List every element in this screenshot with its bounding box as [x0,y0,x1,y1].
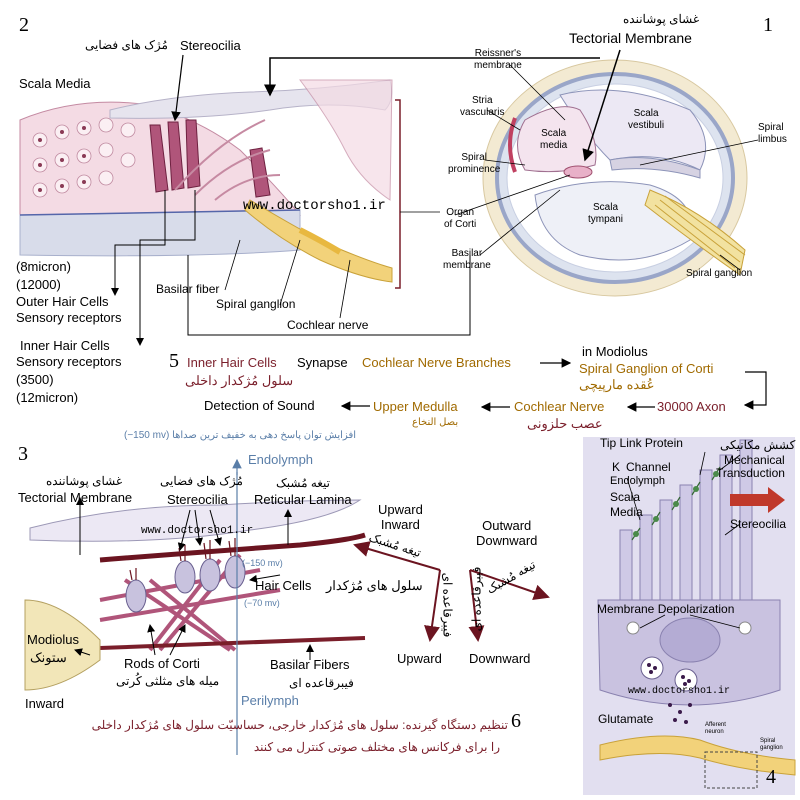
reticular-label: Reticular Lamina [254,492,352,507]
basilar-fa-rot1: فیبرقاعده ای [440,572,455,638]
outer-hair-cells-label: Outer Hair Cells [16,294,109,309]
reticular-fa: تیغه مُشبک [276,476,331,490]
afferent-neuron-label: Afferent neuron [705,722,726,735]
spiral-ganglion-label-p2: Spiral ganglion [216,297,296,311]
basilar-fiber-label: Basilar fiber [156,282,220,296]
upward-label: Upward [397,651,442,666]
pathway-synapse: Synapse [297,355,348,370]
scala-tympani-label: Scala tympani [588,202,624,225]
pathway-nerve-branches: Cochlear Nerve Branches [362,355,511,370]
scala-media-label: Scala Media [19,76,91,91]
cochlea-cross-section [482,59,748,297]
upward-inward-label: Upward Inward [378,502,423,532]
k-channel-label: Channel [626,460,671,474]
scala-vestibuli-label: Scala vestibuli [628,108,665,131]
organ-corti-label: Organ of Corti [444,207,477,230]
tectorial-membrane-label: Tectorial Membrane [569,30,692,46]
membrane-depolarization-label: Membrane Depolarization [597,602,735,616]
media-p4: Media [610,505,643,519]
pathway-inner-hair-cells: Inner Hair Cells [187,355,277,370]
endolymph-label: Endolymph [248,452,314,467]
basilar-membrane-label: Basilar membrane [443,248,491,271]
mechanical-fa: کشش مکانیکی [720,438,796,452]
stereocilia-fa-p3: مُژک های فضایی [160,474,243,488]
scala-media-p1-label: Scala media [540,128,568,151]
perilymph-label: Perilymph [241,693,299,708]
watermark-2: www.doctorsho1.ir [141,525,254,537]
pathway-spiral-ganglion-fa: عُقده مارپیچی [579,377,655,392]
watermark-1: www.doctorsho1.ir [243,198,386,214]
stereocilia-fa-label: مُژک های فضایی [85,38,168,52]
transduction-label: Transduction [716,466,785,480]
k-channel-symbol: K [612,460,621,474]
panel6-line2: را برای فرکانس های مختلف صوتی کنترل می ک… [253,740,500,754]
panel-number-2: 2 [19,14,29,36]
potential-note: (−150 mv) افزایش توان پاسخ دهی به خفیف ت… [124,430,356,441]
tip-link-label: Tip Link Protein [600,436,683,450]
panel-number-5: 5 [169,350,179,372]
pathway-detection: Detection of Sound [204,398,315,413]
stereocilia-label: Stereocilia [180,38,241,53]
organ-of-corti-illustration [19,79,401,289]
inward-label: Inward [25,696,65,711]
pathway-axon: 30000 Axon [657,399,726,414]
basilar-fibers-label: Basilar Fibers [270,657,350,672]
endolymph-p4: Endolymph [610,475,666,487]
pathway-upper-medulla-fa: بصل النخاع [412,417,459,428]
pathway-cochlear-nerve-fa: عصب حلزونی [527,416,603,431]
tectorial-fa-p3: غشای پوشاننده [46,474,123,488]
basilar-fibers-fa: فیبرقاعده ای [289,676,354,690]
rods-label: Rods of Corti [124,656,200,671]
mv-70-label: (−70 mv) [244,598,280,608]
outer-role: Sensory receptors [16,310,122,325]
stria-label: Stria vascularis [460,95,505,118]
panel-number-3: 3 [18,443,28,465]
inner-size: (12micron) [16,390,79,405]
rods-fa: میله های مثلثی کُرتی [116,674,220,688]
panel-number-1: 1 [763,14,773,36]
panel-number-4: 4 [766,766,776,788]
panel-number-6: 6 [511,710,521,732]
spiral-ganglion-label-p1: Spiral ganglion [686,268,753,279]
pathway-upper-medulla: Upper Medulla [373,399,458,414]
basilar-fa-rot2: فیبرقاعده ای [469,566,484,632]
reissner-label: Reissner's membrane [474,48,522,71]
pathway-in-modiolus: in Modiolus [582,344,648,359]
watermark-3: www.doctorsho1.ir [628,686,731,697]
modiolus-fa: ستونک [30,650,67,665]
mv-150-label: (−150 mv) [242,558,283,568]
stereocilia-p4: Stereocilia [730,517,787,531]
hair-cells-label: Hair Cells [255,578,312,593]
mechanical-label: Mechanical [724,453,785,467]
pathway-spiral-ganglion: Spiral Ganglion of Corti [579,361,714,376]
outer-count: (12000) [16,277,61,292]
panel6-line1: تنظیم دستگاه گیرنده: سلول های مُژکدار خا… [91,718,508,732]
tectorial-label-p3: Tectorial Membrane [18,490,133,505]
spiral-prominence-label: Spiral prominence [448,152,501,175]
inner-role: Sensory receptors [16,354,122,369]
hair-cells-fa: سلول های مُژکدار [326,578,423,593]
spiral-ganglion-p4-label: Spiral ganglion [760,738,783,751]
transduction-illustration [583,437,796,795]
stereocilia-label-p3: Stereocilia [167,492,228,507]
inner-count: (3500) [16,372,54,387]
spiral-limbus-label: Spiral limbus [758,122,787,145]
hair-cell-schematic [24,499,366,691]
pathway-cochlear-nerve: Cochlear Nerve [514,399,605,414]
modiolus-label: Modiolus [27,632,80,647]
downward-label: Downward [469,651,531,666]
scala-p4: Scala [610,490,641,504]
cochlear-nerve-label-p2: Cochlear nerve [287,318,369,332]
outer-size: (8micron) [16,259,71,274]
inner-hair-cells-label: Inner Hair Cells [20,338,110,353]
outward-downward-label: Outward Downward [476,518,538,548]
tectorial-fa-label: غشای پوشاننده [623,12,700,26]
glutamate-label: Glutamate [598,712,654,726]
pathway-inner-hair-cells-fa: سلول مُژکدار داخلی [185,373,294,388]
